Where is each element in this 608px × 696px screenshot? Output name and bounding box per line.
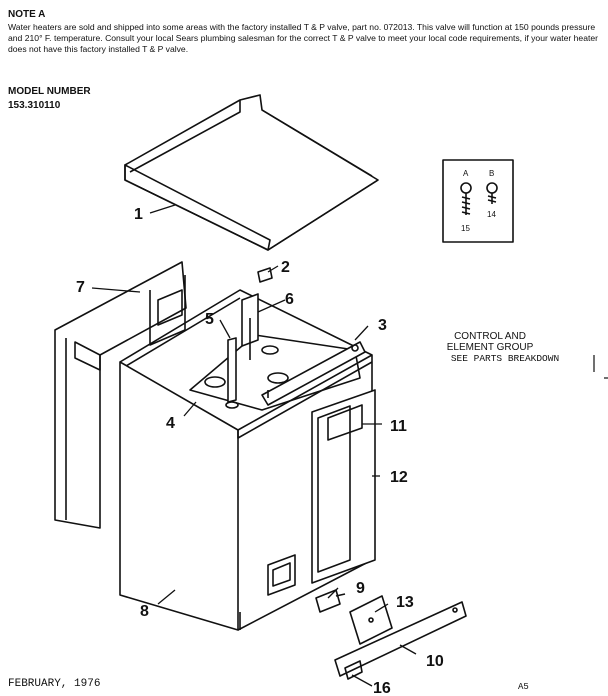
- callout-16: 16: [373, 680, 391, 696]
- pipe-nipple-part: [227, 337, 237, 403]
- model-number-value: 153.310110: [8, 100, 61, 111]
- footer-date: FEBRUARY, 1976: [8, 678, 101, 690]
- control-group-line1: CONTROL AND: [454, 331, 526, 342]
- top-cover-part: [124, 94, 379, 251]
- callout-1: 1: [134, 206, 143, 223]
- callout-6: 6: [285, 291, 294, 308]
- screw-a-part: 15: [461, 224, 470, 233]
- note-body: Water heaters are sold and shipped into …: [8, 22, 599, 54]
- callout-13: 13: [396, 594, 414, 611]
- access-door-part: [311, 389, 376, 584]
- callout-4: 4: [166, 415, 175, 432]
- top-rail-part: [261, 341, 366, 406]
- screws-box: [442, 159, 514, 243]
- screw-a-label: A: [463, 169, 469, 178]
- callout-3: 3: [378, 317, 387, 334]
- callout-8: 8: [140, 603, 149, 620]
- screw-b-label: B: [489, 169, 494, 178]
- rear-panel-part: [54, 261, 187, 529]
- fitting-part: [257, 267, 273, 283]
- callout-2: 2: [281, 259, 290, 276]
- leader-lines: [91, 204, 417, 687]
- callout-7: 7: [76, 279, 85, 296]
- bottom-strip-part: [334, 601, 467, 680]
- callout-9: 9: [356, 580, 365, 597]
- model-number-label: MODEL NUMBER: [8, 86, 91, 97]
- callout-10: 10: [426, 653, 444, 670]
- control-group-line2: ELEMENT GROUP: [446, 342, 534, 353]
- callout-12: 12: [390, 469, 408, 486]
- relief-valve-part: [241, 293, 259, 360]
- callout-5: 5: [205, 311, 214, 328]
- control-group-line3: SEE PARTS BREAKDOWN: [450, 353, 560, 364]
- footer-page: A5: [518, 682, 529, 692]
- screw-b-part: 14: [487, 210, 496, 219]
- note-title: NOTE A: [8, 9, 46, 20]
- drain-valve-part: [315, 589, 346, 613]
- cabinet-jacket-part: [119, 289, 373, 631]
- callout-11: 11: [390, 418, 407, 435]
